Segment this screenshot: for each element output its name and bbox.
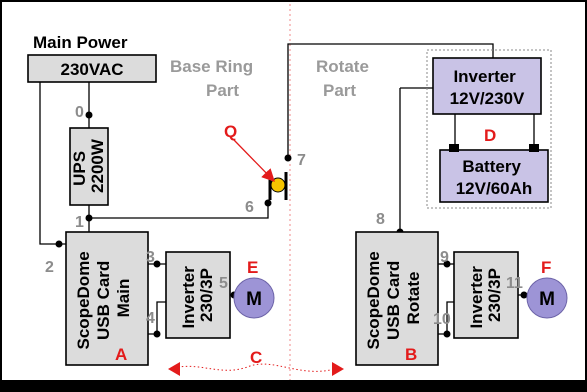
card-main-label: ScopeDome USB Card Main — [74, 247, 133, 350]
q-pointer-arrow — [233, 139, 275, 182]
marker-d: D — [484, 126, 496, 145]
inverter-230-line1: Inverter — [453, 67, 516, 86]
inverter-230-label: Inverter 12V/230V — [450, 67, 525, 108]
card-rotate-line1: ScopeDome — [364, 251, 383, 349]
node-6: 6 — [245, 199, 254, 216]
node-5: 5 — [219, 275, 228, 292]
inverter-3p-right-label: Inverter 230/3P — [467, 261, 504, 328]
node-2: 2 — [45, 259, 54, 276]
card-rotate-box — [355, 231, 439, 366]
inverter-3p-left-box — [165, 251, 231, 339]
inverter-3p-right-box — [453, 251, 519, 339]
node-numbers: 0 1 2 3 4 5 6 7 8 9 10 11 — [45, 104, 523, 328]
power-group-frame — [426, 49, 552, 209]
card-rotate-label: ScopeDome USB Card Rotate — [364, 247, 423, 350]
node-0: 0 — [75, 104, 84, 121]
junction-11 — [520, 291, 528, 299]
wire-card-inv4-left — [148, 301, 166, 335]
marker-c: C — [250, 348, 262, 367]
junction-0 — [85, 111, 93, 119]
battery-box — [439, 149, 549, 203]
node-11: 11 — [506, 275, 523, 292]
junction-1 — [85, 214, 93, 222]
marker-f: F — [541, 258, 551, 277]
node-10: 10 — [433, 311, 451, 328]
ac-source-box — [27, 54, 157, 83]
inverter-230-line2: 12V/230V — [450, 89, 525, 108]
junction-3 — [153, 260, 161, 268]
rotate-line2: Part — [323, 81, 356, 100]
wireless-link-icon — [168, 362, 344, 376]
junction-9 — [443, 260, 451, 268]
marker-a: A — [115, 345, 127, 364]
card-main-line1: ScopeDome — [74, 251, 93, 349]
junction-2 — [55, 240, 63, 248]
wire-card-inv10-right — [438, 301, 454, 335]
junction-7 — [284, 154, 292, 162]
motor-left-label: M — [246, 289, 262, 310]
inverter-230-box — [432, 57, 542, 115]
inverter-3p-left-label: Inverter 230/3P — [179, 261, 216, 328]
junction-6 — [264, 199, 272, 207]
motor-icon — [233, 277, 275, 319]
base-ring-line1: Base Ring — [170, 57, 253, 76]
rotate-part-label: Rotate Part — [316, 57, 374, 100]
node-7: 7 — [297, 152, 306, 169]
junction-4 — [153, 330, 161, 338]
ac-source-label: 230VAC — [61, 60, 124, 79]
marker-q: Q — [224, 122, 237, 141]
card-rotate-line2: USB Card — [384, 261, 403, 340]
wire-ups-card-slip — [88, 203, 269, 219]
battery-line1: Battery — [462, 157, 521, 176]
main-power-title: Main Power — [33, 33, 128, 52]
node-3: 3 — [146, 249, 155, 266]
motor-icon — [526, 277, 568, 319]
ups-line2: 2200W — [88, 138, 107, 193]
card-main-line2: USB Card — [94, 261, 113, 340]
inverter-3p-left-line2: 230/3P — [197, 268, 216, 322]
junction-10 — [443, 330, 451, 338]
base-ring-part-label: Base Ring Part — [170, 57, 258, 100]
marker-e: E — [247, 258, 258, 277]
node-9: 9 — [440, 249, 449, 266]
battery-line2: 12V/60Ah — [456, 179, 533, 198]
ups-box — [69, 127, 109, 206]
ups-line1: UPS — [70, 151, 89, 186]
node-1: 1 — [75, 214, 84, 231]
rotate-line1: Rotate — [316, 57, 369, 76]
motor-right-label: M — [539, 289, 555, 310]
card-main-box — [65, 231, 149, 366]
node-4: 4 — [146, 310, 155, 327]
node-8: 8 — [376, 211, 385, 228]
card-rotate-line3: Rotate — [404, 272, 423, 325]
inverter-3p-right-line1: Inverter — [467, 266, 486, 329]
inverter-3p-left-line1: Inverter — [179, 266, 198, 329]
battery-label: Battery 12V/60Ah — [456, 157, 533, 198]
wire-slip-inverter — [287, 43, 494, 158]
card-main-line3: Main — [114, 279, 133, 318]
ups-label: UPS 2200W — [70, 138, 107, 193]
base-ring-line2: Part — [206, 81, 239, 100]
battery-terminal-left — [449, 144, 459, 152]
battery-terminal-right — [529, 144, 539, 152]
marker-b: B — [405, 345, 417, 364]
bottom-bar — [0, 380, 587, 392]
inverter-3p-right-line2: 230/3P — [485, 268, 504, 322]
